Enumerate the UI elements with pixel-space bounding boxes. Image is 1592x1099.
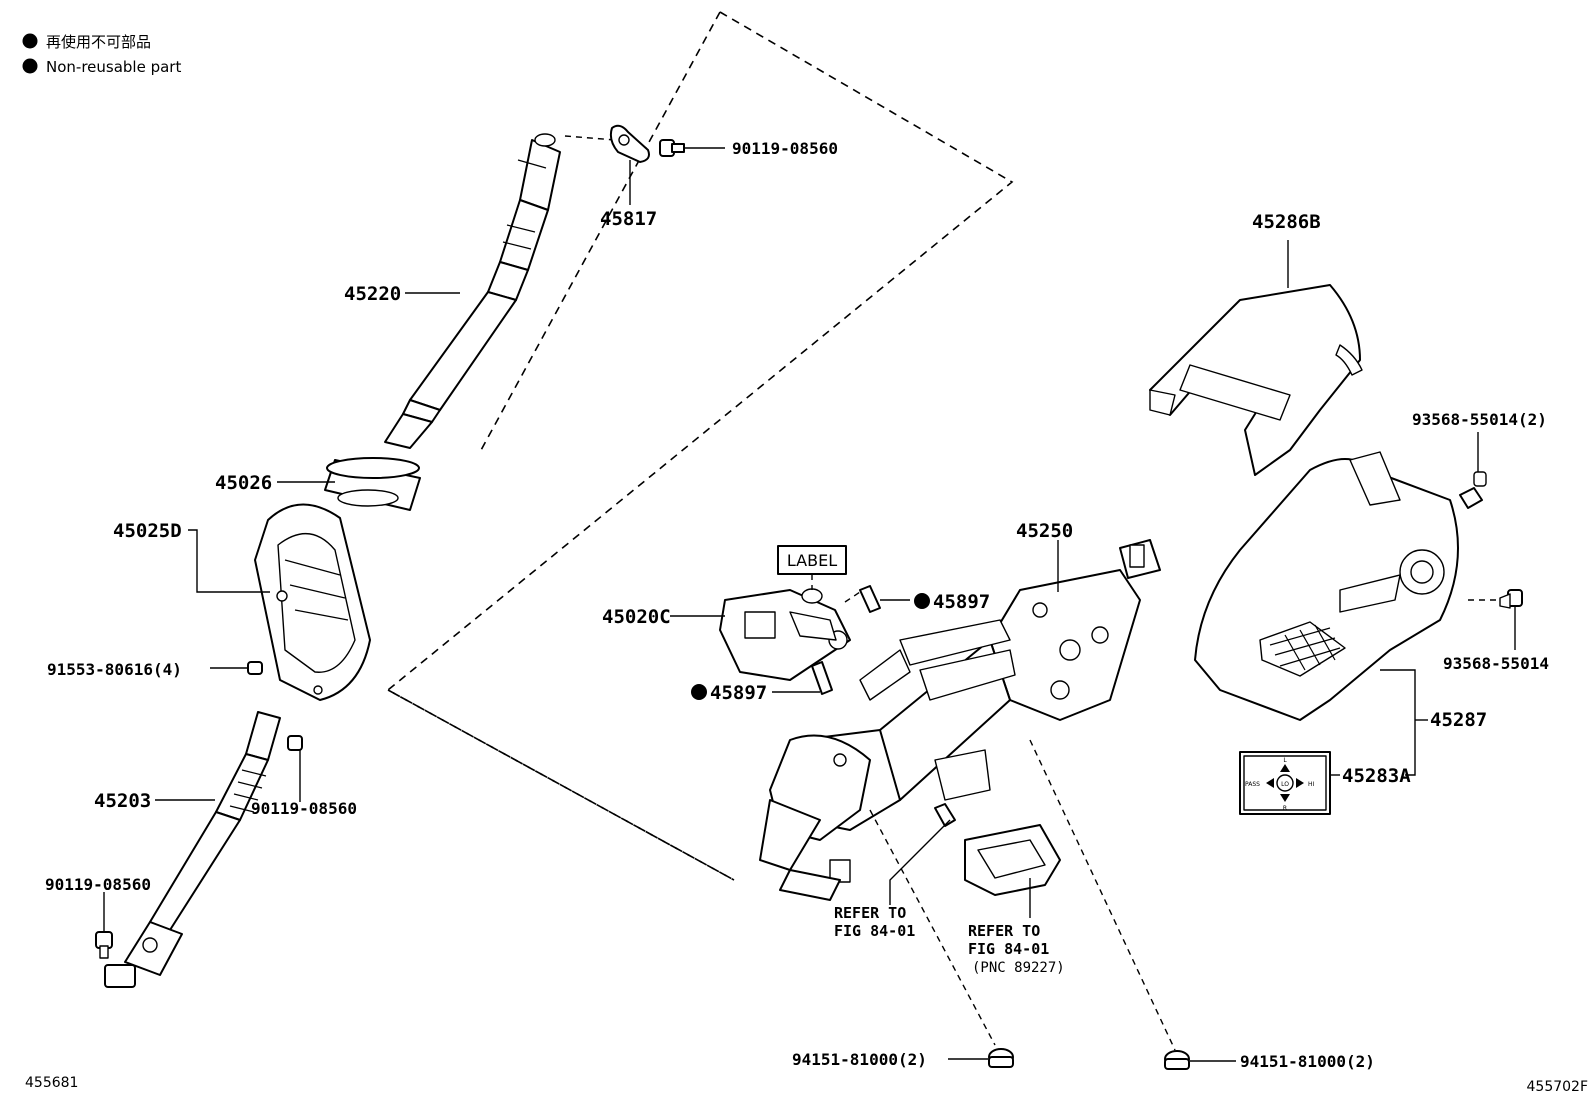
label-93568-2: 93568-55014(2) [1412,410,1547,429]
label-45025D: 45025D [113,520,182,542]
label-45026: 45026 [215,472,272,494]
bolt-91553 [210,661,263,675]
bolt-45897-a [844,585,910,613]
label-90119-top: 90119-08560 [732,139,838,158]
legend-bullet-en [22,58,38,74]
label-45286B: 45286B [1252,211,1321,233]
corner-id-right: 455702F [1527,1079,1589,1095]
non-reusable-bullet-b [691,684,707,700]
nut-94151-b [1164,1050,1236,1070]
part-45287-lower-cover [1194,451,1459,776]
refer-leaders [869,739,1176,1051]
refer1-line1: REFER TO [834,904,906,922]
label-45897-a: 45897 [933,591,990,613]
part-45250-column [759,539,1161,901]
switch-l-text: L [1283,757,1287,764]
screw-93568-a [1459,432,1487,509]
switch-lo-text: LO [1281,781,1289,788]
switch-pass-text: PASS [1245,781,1260,788]
bolt-column-center [934,803,956,827]
label-90119-mid: 90119-08560 [251,799,357,818]
screw-93568-b [1468,589,1523,650]
part-45203-lower-shaft [104,711,281,988]
part-45026-seal [324,457,421,511]
label-45287: 45287 [1430,709,1487,731]
refer2-line3: (PNC 89227) [972,960,1065,976]
leaders-left [155,292,725,801]
refer2-line2: FIG 84-01 [968,940,1049,958]
legend-text-jp: 再使用不可部品 [46,33,151,51]
nut-94151-a [948,1048,1014,1068]
part-45286B-upper-cover [1149,240,1363,476]
label-45020C: 45020C [602,606,671,628]
group-boundary [386,11,1014,881]
label-45220: 45220 [344,283,401,305]
part-89227-bracket [964,824,1061,918]
label-box: LABEL [777,545,847,590]
part-45020C-lock-bracket [719,588,851,681]
part-45283A-switch-plate: PASS LO HI L R [1239,751,1340,815]
bolt-90119-low [95,892,113,959]
label-94151-b: 94151-81000(2) [1240,1052,1375,1071]
refer1-line2: FIG 84-01 [834,922,915,940]
bolt-90119-top [659,139,725,157]
part-45025D-cover [254,503,371,701]
label-94151-a: 94151-81000(2) [792,1050,927,1069]
label-93568: 93568-55014 [1443,654,1549,673]
bolt-45897-b [772,661,833,695]
label-45283A: 45283A [1342,765,1411,787]
part-45817-plate [609,124,650,205]
label-box-text: LABEL [787,551,837,570]
label-90119-low: 90119-08560 [45,875,151,894]
switch-hi-text: HI [1308,781,1315,788]
label-45897-b: 45897 [710,682,767,704]
part-45220-shaft [384,133,561,449]
legend-bullet-jp [22,33,38,49]
refer2-line1: REFER TO [968,922,1040,940]
switch-r-text: R [1283,805,1287,812]
non-reusable-bullet-a [914,593,930,609]
label-45203: 45203 [94,790,151,812]
label-45817: 45817 [600,208,657,230]
corner-id-left: 455681 [25,1075,78,1091]
legend-text-en: Non-reusable part [46,58,181,76]
legend: 再使用不可部品 Non-reusable part [22,33,181,76]
label-45250: 45250 [1016,520,1073,542]
bolt-90119-mid [287,735,303,802]
label-91553: 91553-80616(4) [47,660,182,679]
